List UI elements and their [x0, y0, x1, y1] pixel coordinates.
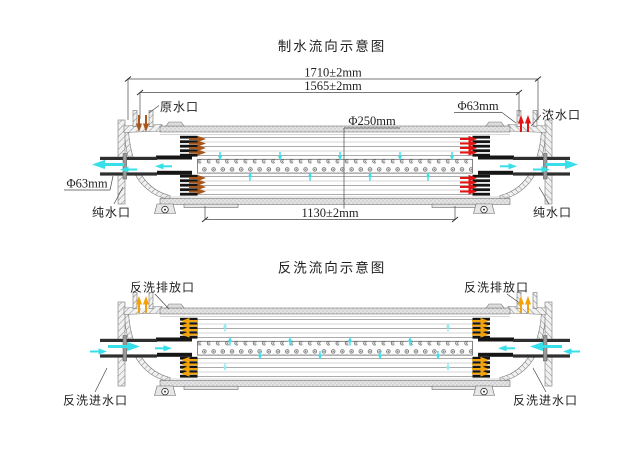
support-span-dimension: 1130±2mm: [301, 206, 358, 220]
concentrate-outlet-label: 浓水口: [542, 108, 581, 122]
backwash-discharge-right-label: 反洗排放口: [464, 280, 529, 295]
production-port-labels: 原水口 浓水口 纯水口 纯水口: [92, 100, 581, 220]
backwash-diagram: 反洗流向示意图 反洗排放口 反洗排放口 反洗进水口 反洗进水口: [63, 260, 580, 408]
overall-length-dimension: 1710±2mm: [304, 66, 362, 80]
raw-water-inlet-label: 原水口: [160, 100, 199, 114]
production-dimension-lines: 1710±2mm 1565±2mm Φ250mm 1130±2mm Φ63mm …: [64, 66, 542, 223]
production-diagram: 制水流向示意图 1710±2mm 1565±2mm Φ250mm 1130±2m…: [64, 38, 581, 223]
right-port-diameter-dimension: Φ63mm: [457, 99, 498, 113]
shell-diameter-dimension: Φ250mm: [348, 114, 396, 128]
left-port-diameter-dimension: Φ63mm: [66, 177, 107, 191]
backwash-inlet-right-label: 反洗进水口: [513, 394, 578, 408]
backwash-vessel-cross-section: [100, 293, 570, 396]
production-title: 制水流向示意图: [278, 38, 387, 54]
pure-water-outlet-left-label: 纯水口: [92, 206, 131, 220]
backwash-port-labels: 反洗排放口 反洗排放口 反洗进水口 反洗进水口: [63, 280, 578, 408]
backwash-title: 反洗流向示意图: [278, 260, 387, 276]
production-vessel-cross-section: [100, 111, 570, 214]
inner-length-dimension: 1565±2mm: [304, 79, 362, 93]
backwash-inlet-left-label: 反洗进水口: [63, 394, 128, 408]
pure-water-outlet-right-label: 纯水口: [533, 206, 572, 220]
backwash-discharge-left-label: 反洗排放口: [130, 280, 195, 295]
